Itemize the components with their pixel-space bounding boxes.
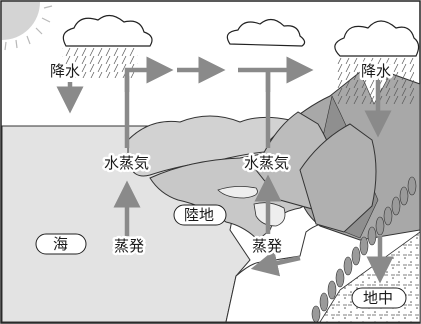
label-evaporation-center: 蒸発 (252, 237, 282, 255)
label-vapor-left: 水蒸気 (104, 154, 149, 172)
label-evaporation-left: 蒸発 (114, 237, 144, 255)
label-sea: 海 (53, 235, 68, 253)
rain-right (336, 58, 414, 104)
sun-icon (2, 2, 53, 51)
forest (311, 176, 417, 323)
cloud-left (62, 14, 153, 47)
badge-land: 陸地 (173, 204, 227, 226)
arrow-runoff (250, 249, 301, 277)
badge-underground: 地中 (351, 287, 407, 309)
label-underground: 地中 (363, 289, 393, 307)
cloud-right (334, 20, 420, 57)
label-rain-left: 降水 (50, 62, 80, 80)
label-vapor-center: 水蒸気 (244, 154, 289, 172)
cloud-middle (226, 18, 306, 47)
label-land: 陸地 (184, 206, 214, 224)
badge-sea: 海 (35, 233, 87, 255)
label-rain-right: 降水 (361, 62, 391, 80)
mountain-front (299, 123, 377, 233)
